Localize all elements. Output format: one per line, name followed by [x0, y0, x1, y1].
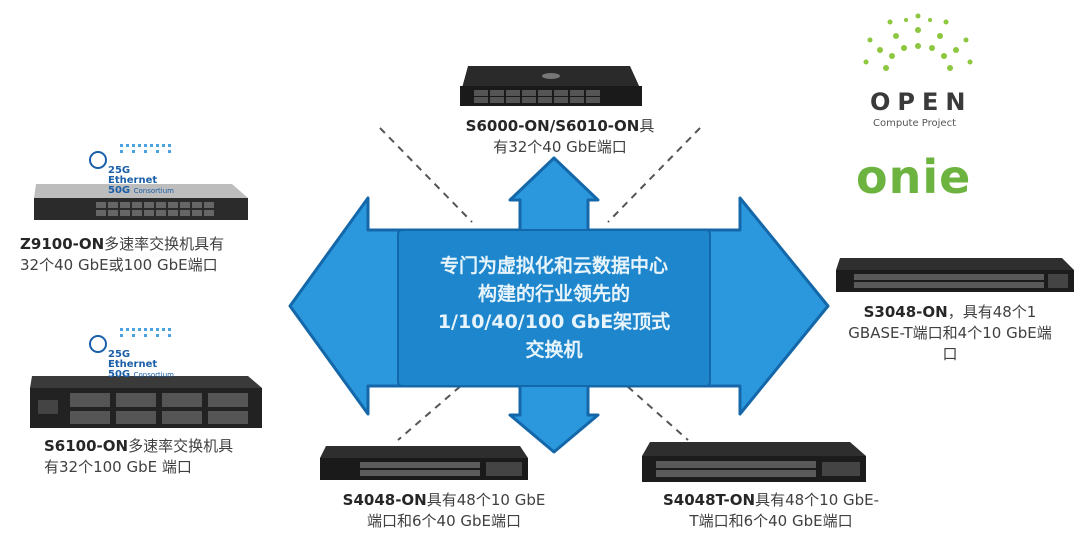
eth-50g-top: 50G [108, 185, 131, 196]
eth-consortium-top: Consortium [133, 187, 174, 195]
dashed-line-bottom-right [617, 377, 689, 441]
switch-z9100-image [34, 184, 248, 220]
model-s4048: S4048-ON [342, 491, 427, 509]
dashed-line-bottom-left [397, 377, 471, 441]
eth-word-bottom: Ethernet [108, 359, 158, 370]
switch-s6100-image [30, 376, 262, 428]
caption-s4048: S4048-ON具有48个10 GbE 端口和6个40 GbE端口 [334, 490, 554, 532]
model-s6100: S6100-ON [44, 437, 129, 455]
center-line-4: 交换机 [525, 339, 583, 361]
eth-25g-top: 25G [108, 165, 131, 176]
caption-s6000-line2: 有32个40 GbE端口 [493, 138, 627, 156]
onie-logo: onie [856, 150, 972, 204]
ocp-logo-sub: Compute Project [873, 118, 956, 129]
caption-s4048-line2: 端口和6个40 GbE端口 [366, 512, 522, 530]
caption-s4048t: S4048T-ON具有48个10 GbE- T端口和6个40 GbE端口 [656, 490, 886, 532]
caption-z9100: Z9100-ON多速率交换机具有 32个40 GbE或100 GbE端口 [20, 234, 224, 276]
caption-s6000: S6000-ON/S6010-ON具 有32个40 GbE端口 [460, 116, 660, 158]
ethernet-logo-dots-bottom [89, 328, 171, 353]
dashed-line-top-right [607, 127, 701, 223]
center-box-bg [397, 229, 711, 387]
caption-s6100-line2: 有32个100 GbE 端口 [44, 458, 192, 476]
model-s6000: S6000-ON/S6010-ON [465, 117, 640, 135]
center-line-1: 专门为虚拟化和云数据中心 [439, 255, 668, 277]
caption-s3048-line2: GBASE-T端口和4个10 GbE端 [848, 324, 1052, 342]
caption-s6000-rest: 具 [639, 117, 655, 135]
switch-s6000-image [460, 66, 642, 106]
center-line-2: 构建的行业领先的 [477, 283, 630, 305]
caption-s3048: S3048-ON，具有48个1 GBASE-T端口和4个10 GbE端 口 [830, 302, 1070, 365]
switch-s3048-image [836, 258, 1074, 292]
ocp-sunburst-icon [863, 13, 973, 71]
ethernet-logo-dots-top [89, 144, 171, 169]
eth-50g-bottom: 50G [108, 369, 131, 380]
caption-s3048-rest: ，具有48个1 [947, 303, 1037, 321]
caption-z9100-rest: 多速率交换机具有 [104, 235, 225, 253]
dashed-connectors [379, 127, 701, 441]
dashed-line-top-left [379, 127, 473, 223]
caption-s3048-line3: 口 [942, 345, 958, 363]
eth-consortium-bottom: Consortium [133, 371, 174, 379]
ocp-logo-word: OPEN [870, 88, 973, 116]
caption-s4048t-rest: 具有48个10 GbE- [755, 491, 880, 509]
center-line-3: 1/10/40/100 GbE架顶式 [437, 311, 671, 333]
model-s4048t: S4048T-ON [662, 491, 756, 509]
switch-s4048t-image [642, 442, 866, 482]
eth-25g-bottom: 25G [108, 349, 131, 360]
caption-s6100: S6100-ON多速率交换机具 有32个100 GbE 端口 [44, 436, 233, 478]
switch-s4048-image [320, 446, 528, 480]
center-text-box: 专门为虚拟化和云数据中心 构建的行业领先的 1/10/40/100 GbE架顶式… [398, 230, 710, 386]
model-z9100: Z9100-ON [20, 235, 105, 253]
caption-z9100-line2: 32个40 GbE或100 GbE端口 [20, 256, 218, 274]
model-s3048: S3048-ON [863, 303, 948, 321]
caption-s4048-rest: 具有48个10 GbE [426, 491, 546, 509]
caption-s6100-rest: 多速率交换机具 [128, 437, 234, 455]
caption-s4048t-line2: T端口和6个40 GbE端口 [689, 512, 853, 530]
eth-word-top: Ethernet [108, 175, 158, 186]
